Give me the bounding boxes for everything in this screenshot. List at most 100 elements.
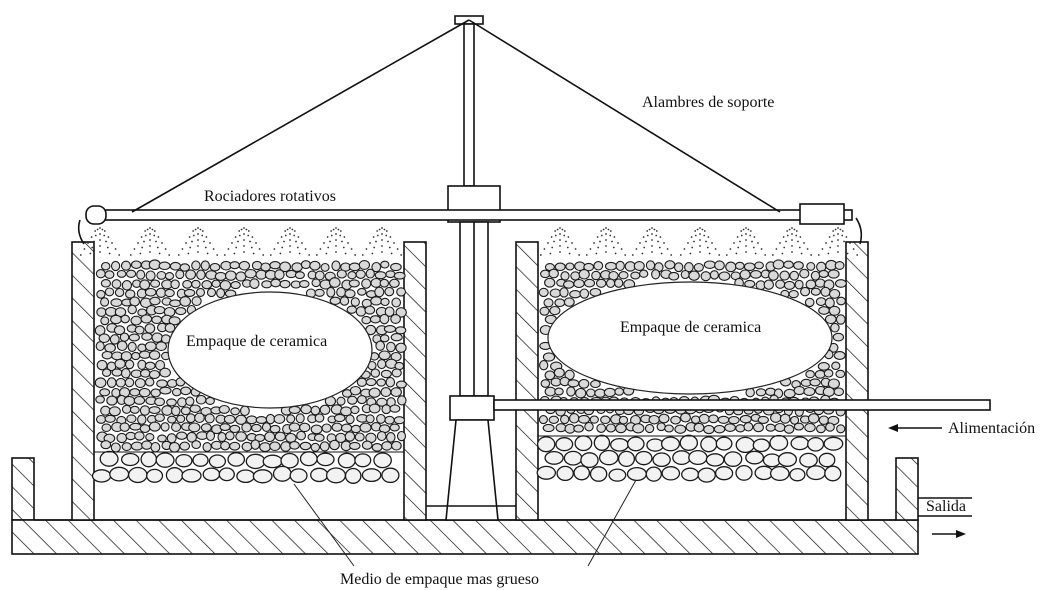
fine-pebble [804,422,816,433]
fine-pebble [633,261,645,271]
fine-pebble [116,340,128,352]
fine-pebble [331,260,341,272]
spray-droplet [283,240,285,243]
fine-pebble [713,424,726,434]
fine-pebble [614,278,624,288]
fine-pebble [168,316,181,326]
fine-pebble [779,413,791,424]
fine-pebble [111,368,123,377]
spray-droplet [705,240,707,243]
fine-pebble [274,269,285,280]
coarse-pebble [608,468,627,482]
spray-droplet [337,228,340,231]
fine-pebble [182,279,193,289]
spray-droplet [330,230,333,232]
fine-pebble [815,297,827,307]
spray-droplet [609,234,612,237]
spray-droplet [185,242,187,244]
fine-pebble [359,422,372,433]
fine-pebble [296,430,307,441]
fine-pebble [386,341,396,353]
spray-droplet [103,234,106,237]
fine-pebble [818,269,829,278]
spray-droplet [365,248,368,250]
spray-droplet [565,240,567,243]
fine-pebble [295,413,305,424]
fine-pebble [548,268,559,279]
fine-pebble [639,269,649,278]
fine-pebble [255,269,267,280]
fine-pebble [390,387,402,398]
spray-droplet [335,233,337,235]
fine-pebble [120,351,133,362]
fine-pebble [156,379,168,388]
fine-pebble [279,261,292,273]
fine-pebble [827,269,840,279]
fine-pebble [644,423,655,434]
spray-droplet [791,233,793,235]
fine-pebble [395,307,407,318]
fine-pebble [389,278,400,288]
spray-droplet [103,230,106,232]
fine-pebble [560,271,570,281]
fine-pebble [269,441,281,452]
spray-droplet [99,233,101,235]
coarse-pebble [635,450,653,466]
coarse-pebble [99,450,119,467]
spray-droplet [301,242,303,244]
spray-droplet [347,242,349,244]
spray-droplet [199,228,202,231]
spray-droplet [212,248,215,250]
coarse-pebble [735,436,756,454]
fine-pebble [618,415,629,425]
spray-droplet [153,230,156,232]
fine-pebble [540,269,551,279]
spray-droplet [281,246,284,249]
coarse-pebble [598,449,619,466]
spray-droplet [729,248,732,250]
spray-droplet [87,242,89,244]
spray-droplet [149,245,151,247]
spray-droplet [308,254,311,256]
fine-pebble [350,424,362,434]
spray-droplet [800,252,803,255]
spray-droplet [795,230,798,232]
spray-droplet [243,245,245,247]
fine-pebble [159,367,171,378]
fine-pebble [793,385,806,396]
fine-pebble [833,351,846,360]
fine-pebble [391,297,402,308]
spray-droplet [255,242,257,244]
spray-droplet [567,236,570,238]
fine-pebble [755,388,767,397]
fine-pebble [145,270,156,281]
spray-droplet [561,228,564,231]
coarse-pebble [824,465,842,482]
spray-droplet [553,240,555,243]
spray-droplet [690,236,693,238]
distributor-arm [91,209,853,221]
fine-pebble [141,332,153,341]
spray-droplet [330,234,333,237]
fine-pebble [356,395,367,405]
fine-pebble [765,423,776,432]
spray-droplet [841,234,844,237]
spray-droplet [133,248,136,250]
fine-pebble [393,416,406,425]
fine-pebble [259,442,272,453]
outer-wall-right [845,241,869,521]
spray-droplet [99,227,101,229]
fine-pebble [299,422,311,433]
coarse-pebble [252,469,273,484]
spray-droplet [653,228,656,231]
spray-droplet [663,242,665,244]
spray-droplet [707,236,710,238]
fine-pebble [214,271,227,281]
fine-pebble [618,271,629,280]
coarse-pebble [697,467,716,483]
fine-pebble [177,397,187,408]
spray-droplet [829,246,832,249]
fine-pebble [171,405,181,417]
fine-pebble [319,441,330,452]
spray-droplet [699,239,701,241]
